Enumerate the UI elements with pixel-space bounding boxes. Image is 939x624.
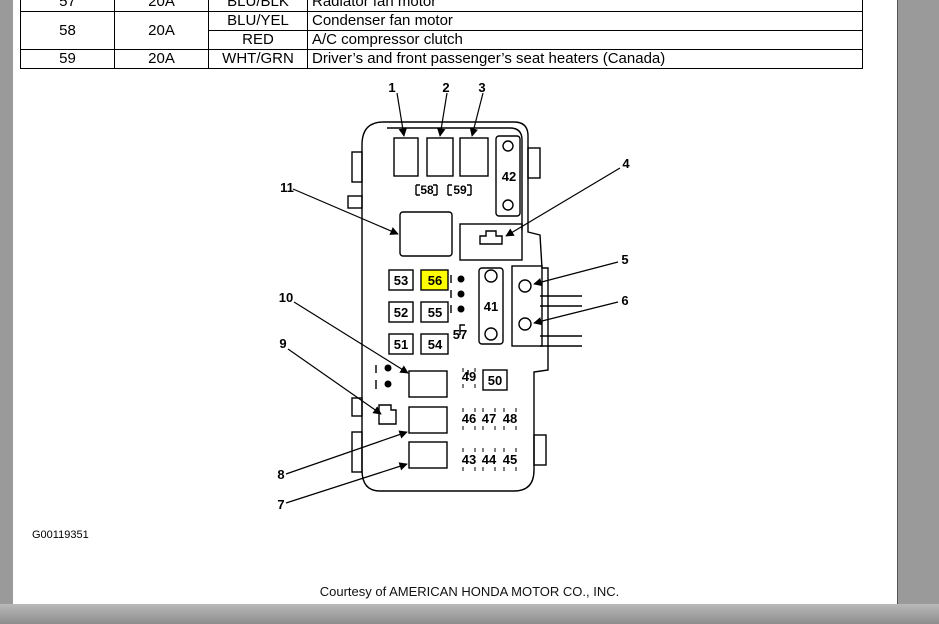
terminal-5-icon: [518, 279, 532, 293]
amperage-cell: 20A: [114, 49, 209, 69]
fuse-label-58: 58: [420, 183, 434, 197]
relay-10: [408, 370, 448, 398]
fuse-label-50: 50: [488, 373, 502, 388]
relay-3: [459, 137, 489, 177]
table-row: 58 20A BLU/YEL Condenser fan motor: [20, 11, 863, 50]
callout-9: 9: [279, 336, 286, 351]
callout-6: 6: [621, 293, 628, 308]
relay-11: [399, 211, 453, 257]
fuse-42-body: [495, 135, 521, 217]
callout-7: 7: [277, 497, 284, 512]
relay-2: [426, 137, 454, 177]
table-row: 59 20A WHT/GRN Driver’s and front passen…: [20, 49, 863, 69]
fuse-label-52: 52: [394, 305, 408, 320]
bolt-icon: [502, 140, 514, 152]
fuse-label-45: 45: [503, 452, 517, 467]
fuse-box-housing: [361, 121, 549, 492]
fuse-53: [388, 269, 414, 291]
fuse-41-body: [478, 267, 504, 345]
mounting-tab: [351, 431, 363, 473]
fuse-label-46: 46: [462, 411, 476, 426]
callout-5: 5: [621, 252, 628, 267]
fuse-label-44: 44: [482, 452, 497, 467]
mounting-tab: [527, 147, 541, 179]
relay-7: [408, 441, 448, 469]
bolt-icon: [502, 199, 514, 211]
fuse-label-41: 41: [484, 299, 498, 314]
fuse-label-56: 56: [428, 273, 442, 288]
callout-3: 3: [478, 80, 485, 95]
figure-code: G00119351: [32, 529, 89, 541]
callout-11: 11: [280, 180, 294, 195]
fuse-label-43: 43: [462, 452, 476, 467]
fuse-label-54: 54: [428, 337, 443, 352]
fuse-box-diagram: 1 2 3 4 5 6 7 8 9 10 11 42 58 59 53 56 5…: [277, 80, 630, 512]
fuse-label-59: 59: [453, 183, 467, 197]
wire-color-cell: BLU/YEL: [208, 11, 308, 31]
mounting-tab: [351, 397, 363, 417]
mounting-tab: [533, 434, 547, 466]
fuse-label-51: 51: [394, 337, 408, 352]
relay-1: [393, 137, 419, 177]
fuse-label-47: 47: [482, 411, 496, 426]
connector-4: [479, 230, 503, 245]
fuse-box-inner-edge: [387, 127, 523, 230]
callout-10: 10: [279, 290, 293, 305]
relay-8: [408, 406, 448, 434]
mounting-tab: [347, 195, 363, 209]
bolt-icon: [484, 327, 498, 341]
bolt-icon: [484, 269, 498, 283]
fuse-50: [482, 369, 508, 391]
fuse-label-42: 42: [502, 169, 516, 184]
wire-color-cell: WHT/GRN: [208, 49, 308, 69]
fuse-55: [420, 301, 449, 323]
fuse-label-53: 53: [394, 273, 408, 288]
callout-4: 4: [622, 156, 630, 171]
callout-1: 1: [388, 80, 395, 95]
table-row: RED A/C compressor clutch: [21, 30, 863, 50]
fuse-table: 57 20A BLU/BLK Radiator fan motor 58 20A…: [20, 0, 863, 69]
fuse-label-57: 57: [453, 327, 467, 342]
fuse-number-cell: 59: [20, 49, 115, 69]
fuse-56-highlighted: [420, 269, 449, 291]
bottom-bar: [0, 604, 939, 624]
document-sheet: [13, 0, 898, 604]
mounting-tab: [351, 151, 363, 183]
circuit-description-cell: Driver’s and front passenger’s seat heat…: [307, 49, 863, 69]
fuse-label-49: 49: [462, 369, 476, 384]
fuse-52: [388, 301, 414, 323]
fuse-label-48: 48: [503, 411, 517, 426]
terminal-block: [511, 265, 543, 347]
callout-8: 8: [277, 467, 284, 482]
terminal-6-icon: [518, 317, 532, 331]
fuse-label-55: 55: [428, 305, 442, 320]
wire-color-cell: RED: [208, 30, 308, 50]
courtesy-caption: Courtesy of AMERICAN HONDA MOTOR CO., IN…: [319, 584, 620, 599]
fuse-51: [388, 333, 414, 355]
fuse-54: [420, 333, 449, 355]
relay-9: [378, 404, 397, 425]
connector-4-housing: [459, 223, 523, 261]
callout-2: 2: [442, 80, 449, 95]
